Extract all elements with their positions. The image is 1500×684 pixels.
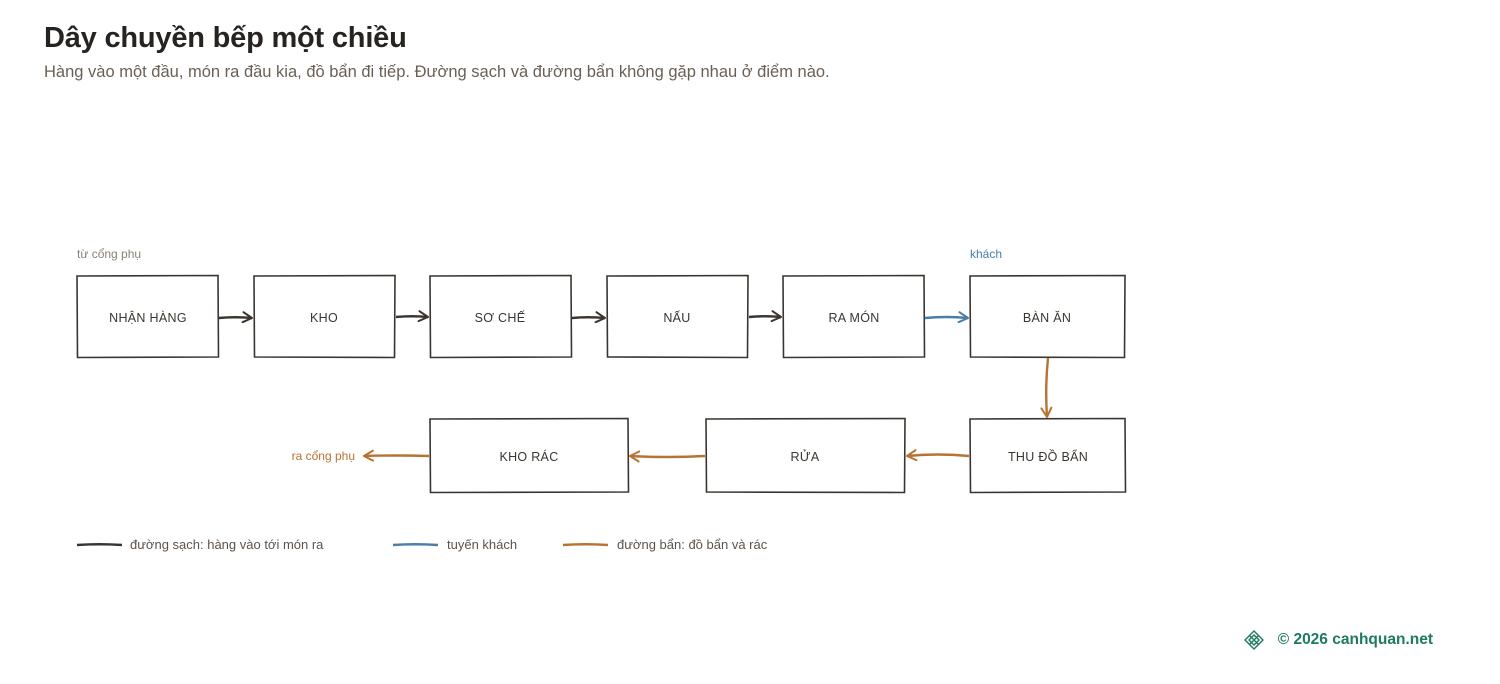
arrow-so-che-to-nau xyxy=(571,311,606,324)
node-rua: RỬA xyxy=(705,417,906,494)
arrow-kho-rac-to-exit xyxy=(363,449,430,462)
node-kho: KHO xyxy=(253,274,396,359)
svg-text:NHẬN HÀNG: NHẬN HÀNG xyxy=(109,310,187,325)
legend-clean-label: đường sạch: hàng vào tới món ra xyxy=(130,537,324,552)
arrow-rua-to-kho-rac xyxy=(629,450,706,463)
legend-customer-label: tuyến khách xyxy=(447,537,517,552)
svg-text:SƠ CHẾ: SƠ CHẾ xyxy=(475,310,526,325)
arrow-ra-mon-to-ban-an xyxy=(924,311,969,324)
legend-customer-swatch xyxy=(392,542,439,547)
exit-label: ra cổng phụ xyxy=(292,449,355,463)
svg-text:KHO: KHO xyxy=(310,311,338,325)
legend: đường sạch: hàng vào tới món ra tuyến kh… xyxy=(76,537,768,552)
customer-label: khách xyxy=(970,247,1002,261)
svg-text:RỬA: RỬA xyxy=(791,449,820,464)
svg-text:NẤU: NẤU xyxy=(663,310,690,325)
arrow-ban-an-to-thu-do-ban xyxy=(1040,357,1053,418)
node-nhan-hang: NHẬN HÀNG xyxy=(76,274,220,359)
arrow-thu-do-ban-to-rua xyxy=(906,449,970,462)
legend-clean-swatch xyxy=(76,542,123,547)
node-kho-rac: KHO RÁC xyxy=(429,417,630,494)
svg-text:RA MÓN: RA MÓN xyxy=(828,310,879,325)
node-thu-do-ban: THU ĐỒ BẨN xyxy=(969,417,1127,494)
svg-text:THU ĐỒ BẨN: THU ĐỒ BẨN xyxy=(1008,449,1088,464)
page-subtitle: Hàng vào một đầu, món ra đầu kia, đồ bẩn… xyxy=(44,63,830,81)
node-ra-mon: RA MÓN xyxy=(782,274,926,359)
entry-label: từ cổng phụ xyxy=(77,247,141,261)
node-ban-an: BÀN ĂN xyxy=(969,274,1126,359)
arrow-nhan-hang-to-kho xyxy=(218,311,253,324)
arrow-kho-to-so-che xyxy=(395,310,429,323)
node-nau: NẤU xyxy=(606,274,749,359)
legend-dirty-label: đường bẩn: đồ bẩn và rác xyxy=(617,537,768,552)
page-title: Dây chuyền bếp một chiều xyxy=(44,22,407,54)
node-so-che: SƠ CHẾ xyxy=(429,274,573,359)
copyright-text[interactable]: © 2026 canhquan.net xyxy=(1277,631,1433,648)
legend-dirty-swatch xyxy=(562,542,609,547)
footer: © 2026 canhquan.net xyxy=(1243,630,1433,650)
arrow-nau-to-ra-mon xyxy=(748,310,782,323)
lattice-logo-icon xyxy=(1243,630,1264,650)
svg-text:KHO RÁC: KHO RÁC xyxy=(499,449,558,464)
svg-text:BÀN ĂN: BÀN ĂN xyxy=(1023,310,1071,325)
